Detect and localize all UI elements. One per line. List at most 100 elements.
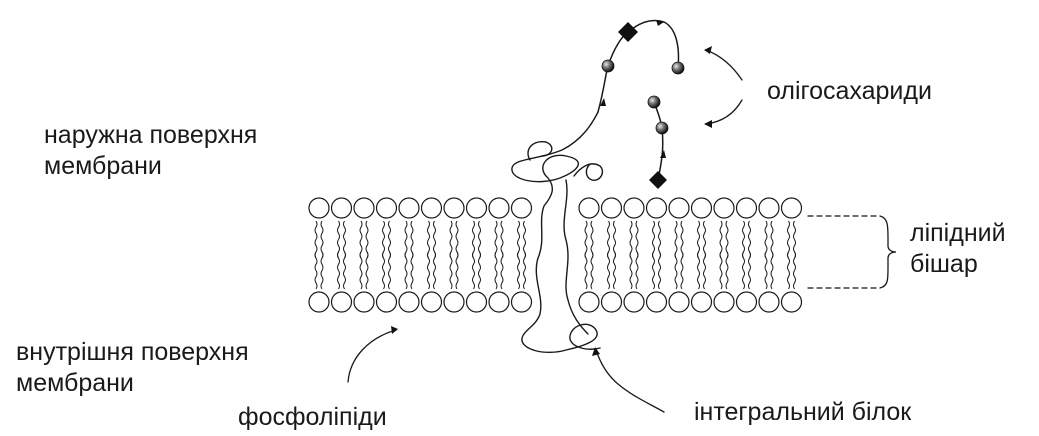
phospholipid-head	[669, 292, 689, 312]
lipid-tail	[338, 252, 340, 289]
lipid-tail	[428, 252, 430, 289]
phospholipid-head	[579, 292, 599, 312]
lipid-tail	[749, 252, 751, 289]
lipid-tail	[383, 252, 385, 289]
lipid-tail	[704, 252, 706, 289]
phospholipid-head	[444, 292, 464, 312]
phospholipid-head	[782, 198, 802, 218]
lipid-bilayer	[309, 198, 802, 312]
lipid-tail	[765, 252, 767, 289]
lipid-tail	[585, 252, 587, 289]
lipid-tail	[720, 252, 722, 289]
inner-surface-line-1: внутрішня поверхня	[16, 338, 249, 366]
arrowhead-icon	[391, 326, 398, 334]
phospholipid-head	[354, 292, 374, 312]
phospholipid-head	[467, 292, 487, 312]
phospholipid-head	[467, 198, 487, 218]
lipid-tail	[794, 252, 796, 289]
sugar-ball-icon	[672, 62, 684, 74]
bilayer-bracket	[880, 216, 896, 288]
sugar-diamond-icon	[649, 171, 667, 189]
outer-surface-line-1: наружна поверхня	[44, 121, 257, 149]
lipid-tail	[315, 252, 317, 289]
lipid-tail	[501, 252, 503, 289]
sugar-units	[600, 20, 684, 189]
lipid-tail	[479, 252, 481, 289]
phospholipid-head	[377, 292, 397, 312]
oligo-pointer-upper	[706, 50, 742, 80]
oligosaccharides-label: олігосахариди	[767, 76, 932, 107]
phospholipid-head	[782, 292, 802, 312]
phospholipid-head	[602, 292, 622, 312]
lipid-tail	[524, 252, 526, 289]
phospholipid-head	[422, 292, 442, 312]
phospholipid-head	[737, 198, 757, 218]
lipid-tail	[389, 252, 391, 289]
lipid-tail	[473, 252, 475, 289]
phospholipid-head	[669, 198, 689, 218]
lipid-tail	[681, 252, 683, 289]
phospholipid-head	[332, 292, 352, 312]
phospholipid-head	[489, 198, 509, 218]
lipid-tail	[743, 252, 745, 289]
phospholipid-head	[737, 292, 757, 312]
lipid-tail	[405, 252, 407, 289]
phospholipid-head	[624, 198, 644, 218]
phospholipid-head	[759, 198, 779, 218]
lipid-tail	[636, 252, 638, 289]
outer-surface-line-2: мембрани	[44, 152, 162, 180]
lipid-tail	[698, 252, 700, 289]
phospholipid-head	[332, 198, 352, 218]
inner-surface-label: внутрішня поверхня мембрани	[16, 337, 249, 399]
phospholipid-head	[647, 198, 667, 218]
sugar-ball-icon	[656, 122, 668, 134]
lipid-tail	[726, 252, 728, 289]
phospho-pointer	[348, 330, 396, 382]
phospholipid-head	[602, 198, 622, 218]
lipid-tail	[771, 252, 773, 289]
phospholipid-head	[399, 292, 419, 312]
phospholipid-head	[399, 198, 419, 218]
phospholipid-head	[512, 292, 532, 312]
lipid-tail	[450, 252, 452, 289]
phospholipid-head	[309, 292, 329, 312]
lipid-tail	[591, 252, 593, 289]
lipid-tail	[518, 252, 520, 289]
lipid-tail	[495, 252, 497, 289]
outer-surface-label: наружна поверхня мембрани	[44, 120, 257, 182]
lipid-tail	[321, 252, 323, 289]
phospholipid-head	[354, 198, 374, 218]
phospholipid-head	[309, 198, 329, 218]
lipid-tail	[653, 252, 655, 289]
lipid-bilayer-line-1: ліпідний	[910, 219, 1006, 247]
lipid-tail	[630, 252, 632, 289]
arrowhead-icon	[704, 120, 712, 128]
phospholipid-head	[759, 292, 779, 312]
lipid-tail	[344, 252, 346, 289]
arrowhead-icon	[704, 46, 712, 54]
integral-protein-label: інтегральний білок	[694, 397, 911, 428]
phospholipid-head	[647, 292, 667, 312]
inner-surface-line-2: мембрани	[16, 369, 134, 397]
phospholipid-head	[444, 198, 464, 218]
phospholipid-head	[489, 292, 509, 312]
lipid-bilayer-line-2: бішар	[910, 250, 978, 278]
lipid-tail	[366, 252, 368, 289]
lipid-tail	[411, 252, 413, 289]
lipid-tail	[614, 252, 616, 289]
phospholipid-head	[422, 198, 442, 218]
phospholipid-head	[714, 198, 734, 218]
phospholipid-head	[579, 198, 599, 218]
phospholipids-label: фосфоліпіди	[238, 402, 387, 433]
sugar-ball-icon	[648, 96, 660, 108]
phospholipid-head	[377, 198, 397, 218]
phospholipid-head	[624, 292, 644, 312]
phospholipid-head	[512, 198, 532, 218]
lipid-tail	[788, 252, 790, 289]
lipid-tail	[675, 252, 677, 289]
sugar-ball-icon	[602, 60, 614, 72]
lipid-tail	[659, 252, 661, 289]
protein-pointer	[596, 350, 664, 412]
lipid-bilayer-label: ліпідний бішар	[910, 218, 1006, 280]
lipid-tail	[608, 252, 610, 289]
